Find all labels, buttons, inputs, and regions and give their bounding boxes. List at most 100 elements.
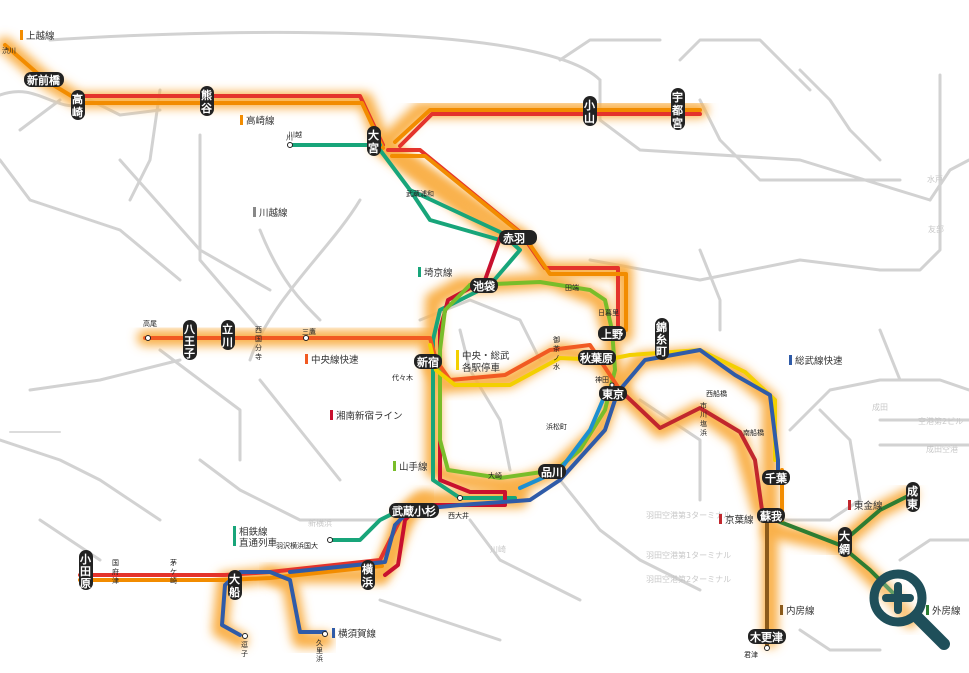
svg-text:塩: 塩 xyxy=(700,419,707,428)
station-omiya[interactable]: 大宮 xyxy=(367,126,381,156)
legend-yamanote: 山手線 xyxy=(399,461,428,473)
station-shinagawa[interactable]: 品川 xyxy=(538,464,566,479)
svg-text:ノ: ノ xyxy=(553,354,560,362)
svg-text:府: 府 xyxy=(112,567,119,576)
zoom-in-button[interactable] xyxy=(862,562,958,658)
station-ichikawashiohama-1: 市 xyxy=(700,401,707,410)
svg-text:宇: 宇 xyxy=(672,90,683,104)
svg-text:品川: 品川 xyxy=(541,466,563,479)
legend-sobu-rapid: 総武線快速 xyxy=(795,355,843,367)
svg-text:子: 子 xyxy=(241,650,248,658)
svg-text:錦: 錦 xyxy=(656,320,667,334)
svg-text:東京: 東京 xyxy=(602,387,624,401)
station-yokohama[interactable]: 横浜 xyxy=(361,560,375,590)
legend-joetsu: 上越線 xyxy=(26,30,55,42)
svg-text:高: 高 xyxy=(72,92,83,106)
background-labels: 水戸 友部 空港第2ビル 成田空港 羽田空港第3ターミナル 羽田空港第1ターミナ… xyxy=(308,174,963,584)
svg-text:大: 大 xyxy=(839,529,850,543)
station-musashikosugi[interactable]: 武蔵小杉 xyxy=(389,503,439,518)
station-tokyo[interactable]: 東京 xyxy=(599,386,627,401)
sobu-rapid-line xyxy=(616,348,780,482)
utsunomiya-line-orange xyxy=(393,108,702,144)
station-minamifunabashi: 南船橋 xyxy=(743,428,764,437)
station-zushi-1: 逗 xyxy=(241,640,248,649)
svg-text:分: 分 xyxy=(255,343,262,352)
legend-chuo-sobu-2: 各駅停車 xyxy=(462,362,501,374)
svg-text:町: 町 xyxy=(656,345,667,358)
utsunomiya-line-red xyxy=(398,112,702,148)
bg-label-narita-airport2: 空港第2ビル xyxy=(918,416,963,426)
yokosuka-upper xyxy=(288,398,617,574)
svg-text:王: 王 xyxy=(184,335,195,348)
svg-text:秋葉原: 秋葉原 xyxy=(580,351,613,365)
saikyo-upper xyxy=(408,188,502,242)
svg-text:子: 子 xyxy=(184,347,195,360)
station-kumagaya[interactable]: 熊谷 xyxy=(200,86,214,116)
svg-text:立: 立 xyxy=(222,322,233,336)
station-tabata: 田端 xyxy=(565,283,579,292)
station-soga[interactable]: 蘇我 xyxy=(757,508,785,523)
legend-yokosuka: 横須賀線 xyxy=(338,628,377,640)
station-shinmaebashi[interactable]: 新前橋 xyxy=(24,72,64,87)
svg-text:ケ: ケ xyxy=(170,568,177,576)
svg-text:川: 川 xyxy=(221,336,233,349)
svg-text:崎: 崎 xyxy=(170,576,177,585)
svg-text:糸: 糸 xyxy=(656,332,667,346)
station-ikebukuro[interactable]: 池袋 xyxy=(470,278,498,293)
bg-label-kawasaki: 川崎 xyxy=(490,544,506,554)
keihin-line xyxy=(518,393,607,490)
yamanote-line xyxy=(438,280,617,480)
svg-text:里: 里 xyxy=(316,647,323,655)
station-chiba[interactable]: 千葉 xyxy=(762,470,790,485)
svg-text:武蔵小杉: 武蔵小杉 xyxy=(392,504,436,518)
background-network xyxy=(0,30,969,652)
svg-text:宮: 宮 xyxy=(368,141,379,155)
svg-text:上野: 上野 xyxy=(601,327,623,341)
legend-chuo-sobu-1: 中央・総武 xyxy=(462,350,510,362)
shonan-shinjuku-line xyxy=(383,236,507,577)
station-hachioji[interactable]: 八王子 xyxy=(183,320,197,360)
svg-text:国: 国 xyxy=(255,335,262,343)
legend-togane: 東金線 xyxy=(854,500,883,512)
station-ofuna[interactable]: 大船 xyxy=(228,570,242,600)
station-nippori: 日暮里 xyxy=(598,308,619,317)
legend-takasaki: 高崎線 xyxy=(246,115,275,127)
svg-text:茶: 茶 xyxy=(553,344,560,353)
svg-text:大: 大 xyxy=(229,572,240,586)
station-takasaki[interactable]: 高崎 xyxy=(71,90,85,120)
station-nishikokubunji-1: 西 xyxy=(255,326,262,334)
station-oyama[interactable]: 小山 xyxy=(583,96,597,126)
legend-saikyo: 埼京線 xyxy=(424,267,453,279)
station-utsunomiya[interactable]: 宇都宮 xyxy=(671,88,685,130)
minor-stations: 渋川 川越 武蔵浦和 田端 日暮里 神田 代々木 高尾 三鷹 浜松町 大崎 西大… xyxy=(2,46,770,663)
svg-text:浜: 浜 xyxy=(362,575,373,589)
svg-text:成: 成 xyxy=(907,484,918,498)
station-akihabara[interactable]: 秋葉原 xyxy=(578,350,616,365)
svg-text:都: 都 xyxy=(671,103,683,117)
major-stations: 新前橋 大宮 赤羽 池袋 上野 秋葉原 東京 新宿 品川 武蔵小杉 千葉 蘇我 … xyxy=(24,72,920,644)
svg-text:木更津: 木更津 xyxy=(749,630,783,644)
station-kisarazu[interactable]: 木更津 xyxy=(748,629,786,644)
station-shinjuku[interactable]: 新宿 xyxy=(414,354,442,369)
station-tachikawa[interactable]: 立川 xyxy=(221,320,235,350)
bg-label-mito: 水戸 xyxy=(927,174,943,184)
station-oami[interactable]: 大網 xyxy=(838,527,852,557)
svg-text:大: 大 xyxy=(368,128,379,142)
svg-text:新宿: 新宿 xyxy=(417,355,439,369)
line-glow-layer xyxy=(0,37,918,648)
yokosuka-line xyxy=(220,570,327,637)
trunk-orange xyxy=(390,154,628,332)
station-osaki: 大崎 xyxy=(488,471,502,480)
bg-label-narita: 成田 xyxy=(872,402,888,412)
station-ueno[interactable]: 上野 xyxy=(598,326,626,341)
svg-text:池袋: 池袋 xyxy=(473,279,496,293)
station-akabane[interactable]: 赤羽 xyxy=(499,230,537,245)
svg-text:熊: 熊 xyxy=(201,88,212,102)
svg-text:小: 小 xyxy=(79,552,91,566)
station-narutou[interactable]: 成東 xyxy=(906,482,920,512)
station-kinshicho[interactable]: 錦糸町 xyxy=(655,318,669,360)
station-hazawa: 羽沢横浜国大 xyxy=(276,541,318,550)
station-odawara[interactable]: 小田原 xyxy=(79,550,93,590)
svg-text:谷: 谷 xyxy=(201,101,213,115)
